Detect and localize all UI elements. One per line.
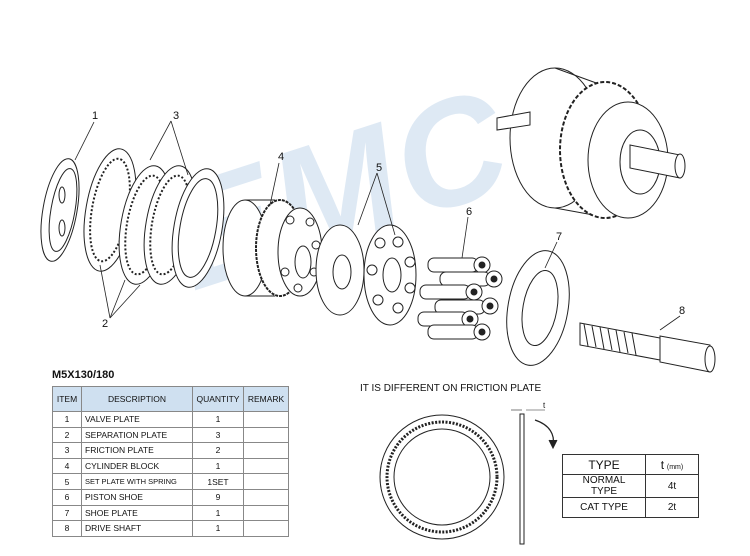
type-name: CAT TYPE	[562, 497, 646, 518]
cell-remark	[243, 442, 289, 459]
friction-plate-heading: IT IS DIFFERENT ON FRICTION PLATE	[360, 383, 542, 394]
header-item: ITEM	[52, 386, 82, 412]
cell-quantity: 1	[192, 411, 244, 428]
cell-description: PISTON SHOE	[81, 488, 193, 506]
cell-remark	[243, 411, 289, 428]
cell-item: 4	[52, 457, 82, 475]
type-name: NORMAL TYPE	[562, 474, 646, 498]
cell-item: 5	[52, 473, 82, 490]
header-quantity: QUANTITY	[192, 386, 244, 412]
cell-description: SHOE PLATE	[81, 504, 193, 522]
cell-item: 8	[52, 520, 82, 537]
cell-item: 6	[52, 488, 82, 506]
cell-remark	[243, 504, 289, 522]
t-header: t (mm)	[645, 454, 699, 475]
cell-item: 1	[52, 411, 82, 428]
callout-6: 6	[466, 206, 473, 218]
cell-item: 2	[52, 426, 82, 444]
t-header-symbol: t	[660, 457, 665, 472]
model-title: M5X130/180	[52, 369, 115, 381]
t-header-unit: (mm)	[666, 463, 684, 471]
shoe-plate-drawing	[506, 250, 570, 366]
cell-remark	[243, 488, 289, 506]
cell-quantity: 1	[192, 504, 244, 522]
assembled-motor-drawing	[496, 67, 686, 219]
callout-8: 8	[679, 305, 686, 317]
cell-description: CYLINDER BLOCK	[81, 457, 193, 475]
cell-quantity: 1SET	[192, 473, 244, 490]
callout-1: 1	[92, 110, 99, 122]
callout-2: 2	[102, 318, 109, 330]
cell-quantity: 3	[192, 426, 244, 444]
callout-4: 4	[278, 151, 285, 163]
type-header: TYPE	[562, 454, 646, 475]
type-table-header: TYPE t (mm)	[562, 454, 699, 475]
cell-remark	[243, 473, 289, 490]
cell-quantity: 9	[192, 488, 244, 506]
callout-7: 7	[556, 231, 563, 243]
cell-description: FRICTION PLATE	[81, 442, 193, 459]
valve-plate-drawing	[40, 158, 80, 262]
cell-remark	[243, 520, 289, 537]
set-plate-drawing	[315, 224, 417, 326]
cell-description: VALVE PLATE	[81, 411, 193, 428]
header-description: DESCRIPTION	[81, 386, 193, 412]
thickness-label: t	[543, 401, 546, 410]
cell-description: SEPARATION PLATE	[81, 426, 193, 444]
cell-description: SET PLATE WITH SPRING	[81, 473, 193, 490]
type-thickness: 4t	[645, 474, 699, 498]
plate-stack-drawing	[83, 148, 225, 288]
piston-shoe-drawing	[417, 256, 503, 341]
cell-quantity: 1	[192, 520, 244, 537]
header-remark: REMARK	[243, 386, 289, 412]
cell-remark	[243, 426, 289, 444]
cell-description: DRIVE SHAFT	[81, 520, 193, 537]
parts-table-header: ITEM DESCRIPTION QUANTITY REMARK	[52, 386, 289, 412]
friction-plate-detail	[379, 409, 558, 545]
drive-shaft-drawing	[579, 322, 716, 373]
callout-3: 3	[173, 110, 180, 122]
leader-lines	[74, 120, 681, 331]
cell-remark	[243, 457, 289, 475]
cell-item: 3	[52, 442, 82, 459]
cell-quantity: 2	[192, 442, 244, 459]
cell-item: 7	[52, 504, 82, 522]
callout-5: 5	[376, 162, 383, 174]
cell-quantity: 1	[192, 457, 244, 475]
cylinder-block-drawing	[222, 199, 323, 297]
type-thickness: 2t	[645, 497, 699, 518]
